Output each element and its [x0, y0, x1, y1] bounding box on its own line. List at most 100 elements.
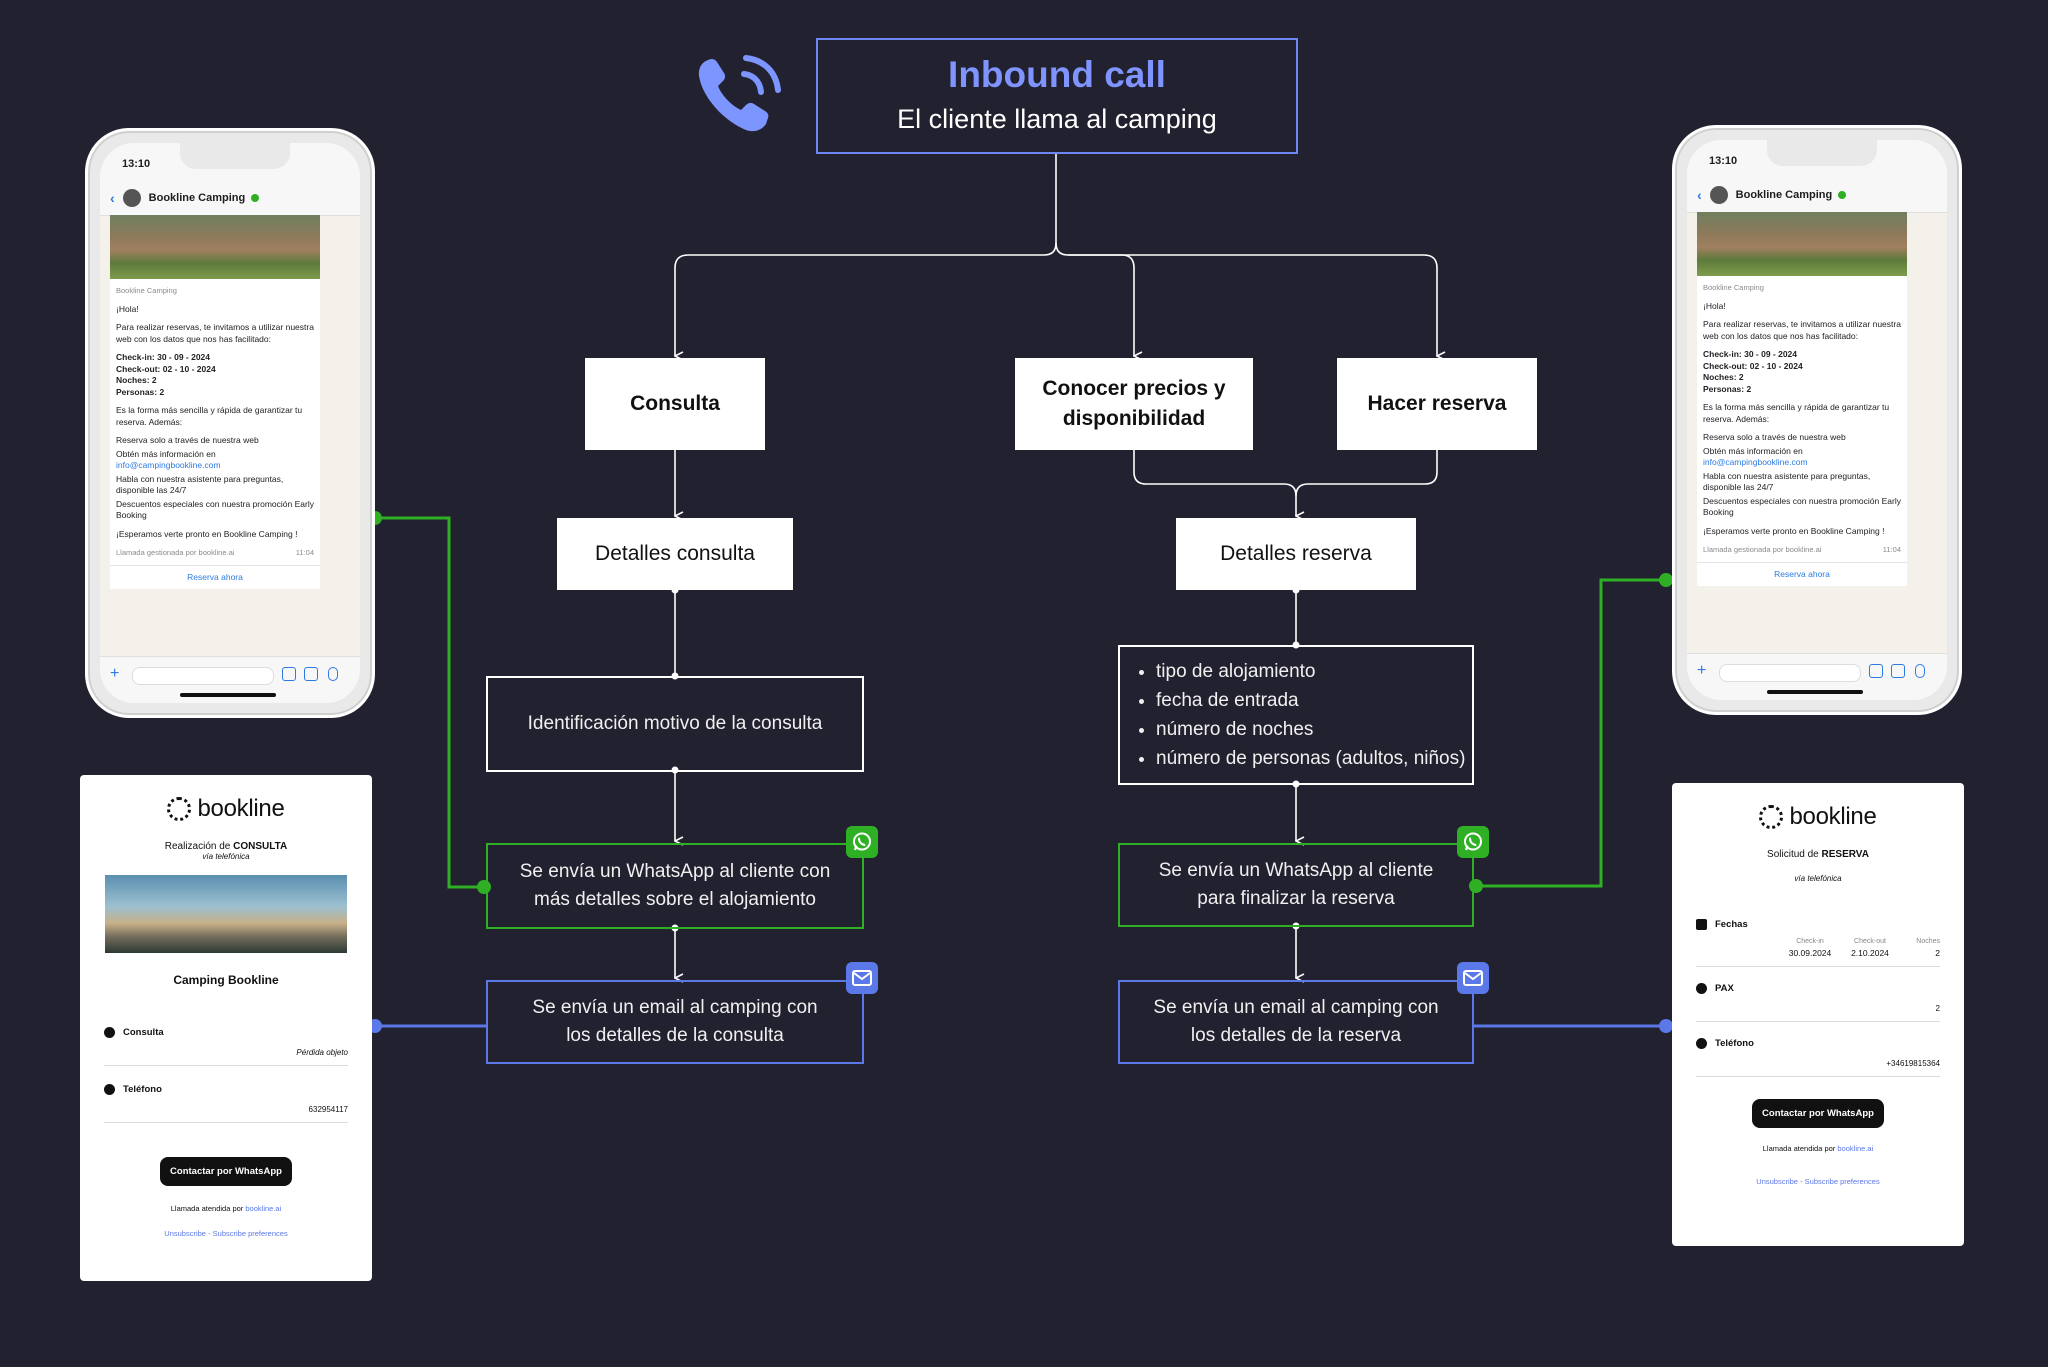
- msg-checkin: Check-in: 30 - 09 - 2024: [1703, 349, 1798, 359]
- mail-icon: [1463, 970, 1483, 986]
- contact-whatsapp-button[interactable]: Contactar por WhatsApp: [1752, 1099, 1884, 1128]
- msg-personas: Personas: 2: [1703, 383, 1752, 394]
- msg-b3: Habla con nuestra asistente para pregunt…: [1703, 470, 1871, 493]
- msg-managed: Llamada gestionada por bookline.ai: [116, 548, 235, 557]
- camping-photo: [110, 215, 320, 279]
- msg-greeting: ¡Hola!: [116, 303, 139, 314]
- node-detalles-consulta: Detalles consulta: [557, 518, 793, 590]
- back-icon[interactable]: ‹: [110, 190, 115, 206]
- bookline-logo: bookline: [80, 795, 372, 823]
- reserve-now-button[interactable]: Reserva ahora: [110, 564, 320, 590]
- bookline-logo-icon: [1759, 805, 1784, 829]
- msg-b1: Reserva solo a través de nuestra web: [116, 435, 259, 445]
- detail-item: tipo de alojamiento: [1156, 657, 1465, 686]
- email-badge: [1457, 962, 1489, 994]
- email-card-consulta: bookline Realización de CONSULTA vía tel…: [80, 775, 372, 1281]
- camping-photo: [1697, 212, 1907, 276]
- camera-icon[interactable]: [304, 667, 318, 681]
- email-card-reserva: bookline Solicitud de RESERVA vía telefó…: [1672, 783, 1964, 1246]
- sticker-icon[interactable]: [1869, 664, 1883, 678]
- back-icon[interactable]: ‹: [1697, 187, 1702, 203]
- contact-whatsapp-button[interactable]: Contactar por WhatsApp: [160, 1157, 292, 1186]
- msg-checkout: Check-out: 02 - 10 - 2024: [116, 363, 216, 374]
- field-label: Consulta: [123, 1027, 164, 1038]
- unsubscribe-links[interactable]: Unsubscribe - Subscribe preferences: [1756, 1177, 1880, 1186]
- email-heading: Solicitud de RESERVA: [1672, 849, 1964, 860]
- heading-pre: Realización de: [164, 841, 234, 852]
- field-value: 632954117: [308, 1105, 348, 1114]
- heading-pre: Solicitud de: [1767, 849, 1822, 860]
- col-noches: Noches: [1916, 938, 1940, 945]
- diagram-subtitle: El cliente llama al camping: [897, 103, 1217, 134]
- field-telefono: Teléfono: [1696, 1038, 1940, 1049]
- msg-noches: Noches: 2: [116, 375, 157, 385]
- msg-checkout: Check-out: 02 - 10 - 2024: [1703, 360, 1803, 371]
- attended-link[interactable]: bookline.ai: [245, 1204, 282, 1213]
- mic-icon[interactable]: [1915, 664, 1925, 678]
- chat-header: ‹ Bookline Camping: [1687, 178, 1947, 213]
- bookline-logo: bookline: [1672, 803, 1964, 831]
- node-consulta: Consulta: [585, 358, 765, 450]
- camera-icon[interactable]: [1891, 664, 1905, 678]
- connector-dot: [1659, 1019, 1673, 1033]
- camping-name: Camping Bookline: [173, 973, 279, 987]
- msg-closing: ¡Esperamos verte pronto en Bookline Camp…: [1703, 525, 1885, 536]
- sticker-icon[interactable]: [282, 667, 296, 681]
- status-time: 13:10: [122, 158, 151, 170]
- msg-time: 11:04: [1882, 545, 1901, 554]
- msg-intro: Para realizar reservas, te invitamos a u…: [116, 322, 314, 344]
- chat-name: Bookline Camping: [148, 192, 246, 204]
- phone-call-icon: [698, 55, 781, 132]
- msg-personas: Personas: 2: [116, 386, 165, 397]
- logo-text: bookline: [197, 795, 285, 822]
- msg-email-link[interactable]: info@campingbookline.com: [1703, 457, 1808, 467]
- msg-sender: Bookline Camping: [116, 286, 177, 295]
- chat-header: ‹ Bookline Camping: [100, 181, 360, 216]
- node-identificacion: Identificación motivo de la consulta: [486, 676, 864, 772]
- notch: [180, 143, 290, 169]
- attended-pre: Llamada atendida por: [1762, 1144, 1838, 1153]
- msg-greeting: ¡Hola!: [1703, 300, 1726, 311]
- node-whatsapp-consulta: Se envía un WhatsApp al cliente con más …: [486, 843, 864, 929]
- msg-closing: ¡Esperamos verte pronto en Bookline Camp…: [116, 528, 298, 539]
- msg-time: 11:04: [295, 548, 314, 557]
- val-noches: 2: [1935, 948, 1940, 958]
- msg-email-link[interactable]: info@campingbookline.com: [116, 460, 221, 470]
- chat-input-bar: +: [1687, 653, 1947, 700]
- attended-by: Llamada atendida por bookline.ai: [1672, 1144, 1964, 1153]
- chat-input[interactable]: [132, 667, 274, 685]
- email-heading: Realización de CONSULTA: [80, 841, 372, 852]
- unsubscribe-links[interactable]: Unsubscribe - Subscribe preferences: [164, 1229, 288, 1238]
- attended-pre: Llamada atendida por: [170, 1204, 246, 1213]
- field-label: PAX: [1715, 983, 1734, 994]
- field-label: Fechas: [1715, 919, 1748, 930]
- node-whatsapp-reserva: Se envía un WhatsApp al cliente para fin…: [1118, 843, 1474, 927]
- reserva-details-list: tipo de alojamiento fecha de entrada núm…: [1120, 657, 1465, 773]
- plus-icon[interactable]: +: [110, 665, 120, 682]
- avatar: [1709, 186, 1728, 204]
- status-bar: 13:10: [100, 143, 360, 181]
- msg-checkin: Check-in: 30 - 09 - 2024: [116, 352, 211, 362]
- val-checkin: 30.09.2024: [1788, 948, 1832, 958]
- connector-dot: [1469, 879, 1483, 893]
- attended-by: Llamada atendida por bookline.ai: [80, 1204, 372, 1213]
- connector-dot: [1659, 573, 1673, 587]
- whatsapp-icon: [853, 832, 871, 851]
- msg-b4: Descuentos especiales con nuestra promoc…: [1703, 495, 1901, 518]
- msg-b2: Obtén más información en: [116, 448, 216, 459]
- mic-icon[interactable]: [328, 667, 338, 681]
- attended-link[interactable]: bookline.ai: [1837, 1144, 1874, 1153]
- msg-intro: Para realizar reservas, te invitamos a u…: [1703, 319, 1901, 341]
- home-indicator: [1767, 690, 1863, 694]
- detail-item: número de personas (adultos, niños): [1156, 744, 1465, 773]
- msg-managed: Llamada gestionada por bookline.ai: [1703, 545, 1822, 554]
- plus-icon[interactable]: +: [1697, 662, 1707, 679]
- chat-input[interactable]: [1719, 664, 1861, 682]
- reserve-now-button[interactable]: Reserva ahora: [1697, 561, 1907, 587]
- email-via: vía telefónica: [202, 852, 250, 861]
- node-reserva-details: tipo de alojamiento fecha de entrada núm…: [1118, 645, 1474, 785]
- whatsapp-badge: [846, 826, 878, 858]
- phone-icon: [1696, 1038, 1707, 1049]
- col-checkout: Check-out: [1854, 938, 1886, 945]
